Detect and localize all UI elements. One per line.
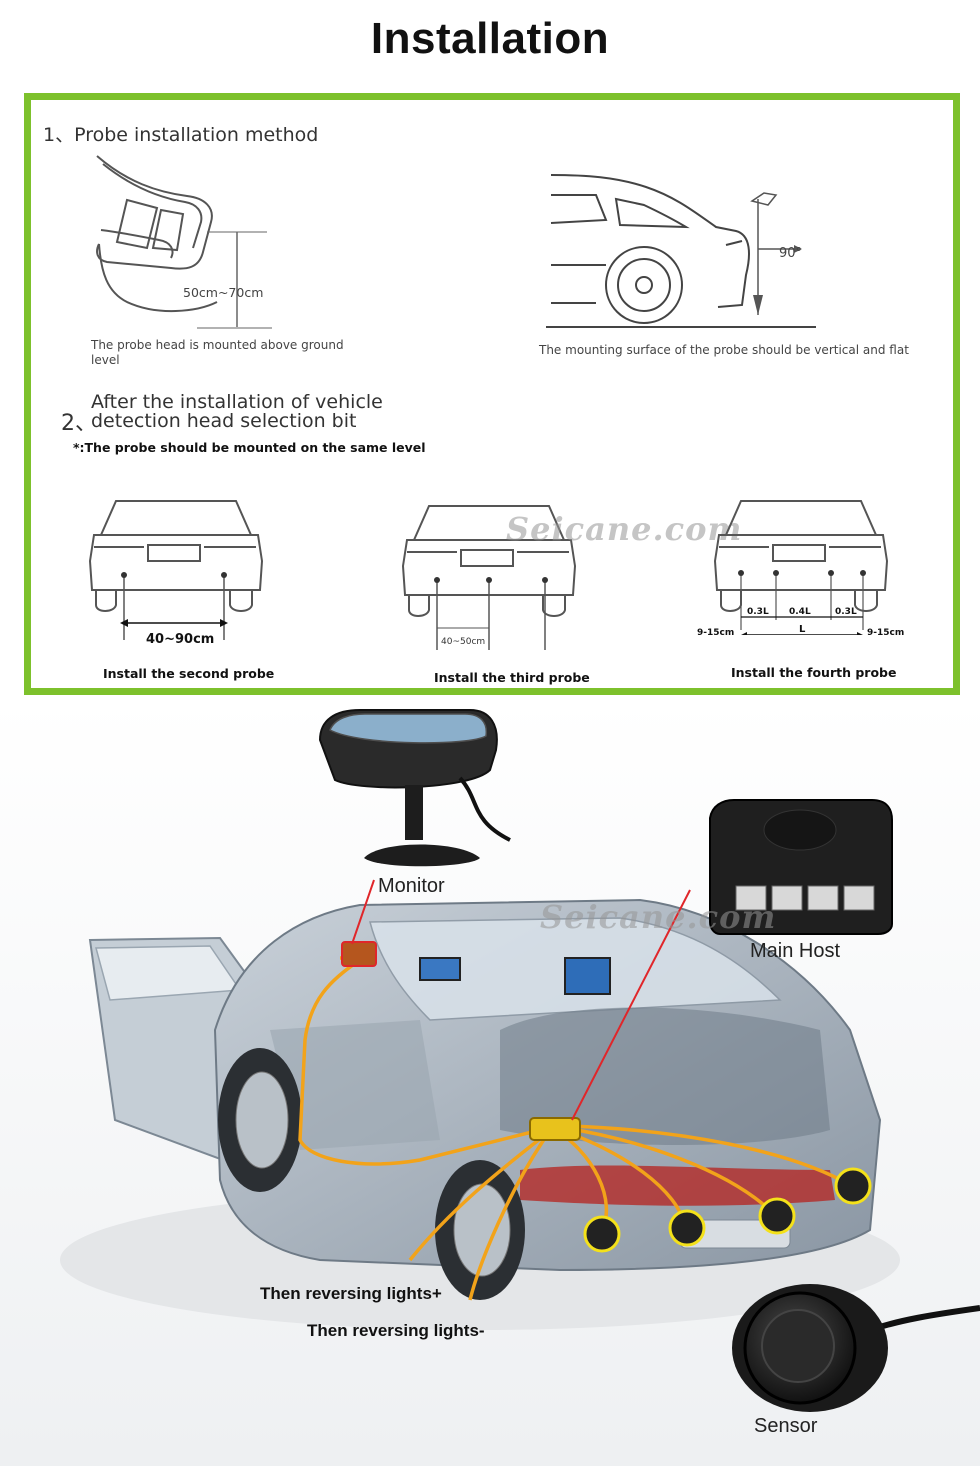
- host-pointer-line: [571, 889, 691, 1121]
- section1-heading: 1、Probe installation method: [43, 120, 318, 147]
- front-wheel: [218, 1048, 302, 1192]
- reversing-lights-plus-label: Then reversing lights+: [260, 1284, 442, 1303]
- rear-view-three-probes: [401, 505, 577, 650]
- rear-view-four-probes: [713, 500, 889, 635]
- third-probe-caption: Install the third probe: [434, 670, 590, 685]
- section2-number: 2、: [61, 411, 97, 436]
- section1-title: Probe installation method: [74, 124, 319, 146]
- monitor-label: Monitor: [378, 875, 445, 897]
- vehicle-illustration: [0, 700, 980, 1466]
- third-probe-dimension: 40~50cm: [441, 637, 486, 647]
- car-side-diagram: [546, 174, 816, 328]
- monitor-pointer-line: [351, 879, 375, 945]
- fourth-probe-caption: Install the fourth probe: [731, 665, 897, 680]
- main-host-label: Main Host: [750, 940, 841, 962]
- angle-label: 90°: [779, 246, 803, 261]
- fourth-seg3: 0.3L: [835, 607, 857, 617]
- section2-heading-line2: detection head selection bit: [91, 410, 357, 432]
- second-probe-dimension: 40~90cm: [146, 632, 215, 647]
- sensor-label: Sensor: [754, 1415, 818, 1437]
- height-dimension: 50cm~70cm: [183, 285, 264, 300]
- right-caption: The mounting surface of the probe should…: [539, 343, 909, 357]
- watermark-bottom: Seicane.com: [540, 898, 777, 936]
- host-position-marker: [529, 1117, 581, 1141]
- bumper-height-diagram: [96, 155, 272, 329]
- fourth-left-gap: 9-15cm: [697, 628, 735, 638]
- section1-number: 1、: [43, 124, 75, 146]
- bumper-sensor-markers: [583, 1167, 872, 1253]
- rear-view-two-probes: [88, 500, 264, 640]
- section2-heading: After the installation of vehicle detect…: [91, 393, 383, 431]
- fourth-right-gap: 9-15cm: [867, 628, 905, 638]
- page-title: Installation: [370, 14, 610, 63]
- monitor-position-marker: [341, 941, 377, 967]
- monitor-icon: [318, 709, 511, 867]
- fourth-total: L: [799, 624, 806, 635]
- reversing-lights-minus-label: Then reversing lights-: [307, 1321, 485, 1340]
- second-probe-caption: Install the second probe: [103, 666, 275, 681]
- instruction-panel: 1、Probe installation method 50cm~70cm Th…: [24, 93, 960, 695]
- left-caption: The probe head is mounted above ground l…: [91, 338, 344, 367]
- fourth-seg2: 0.4L: [789, 607, 811, 617]
- rear-wheel: [435, 1160, 525, 1300]
- car-body: [213, 898, 882, 1272]
- watermark-top: Seicane.com: [506, 510, 743, 548]
- main-host-icon: [709, 799, 893, 935]
- section2-note: *:The probe should be mounted on the sam…: [73, 440, 426, 455]
- fourth-seg1: 0.3L: [747, 607, 769, 617]
- section2-heading-line1: After the installation of vehicle: [91, 391, 383, 413]
- sensor-icon: [732, 1284, 980, 1412]
